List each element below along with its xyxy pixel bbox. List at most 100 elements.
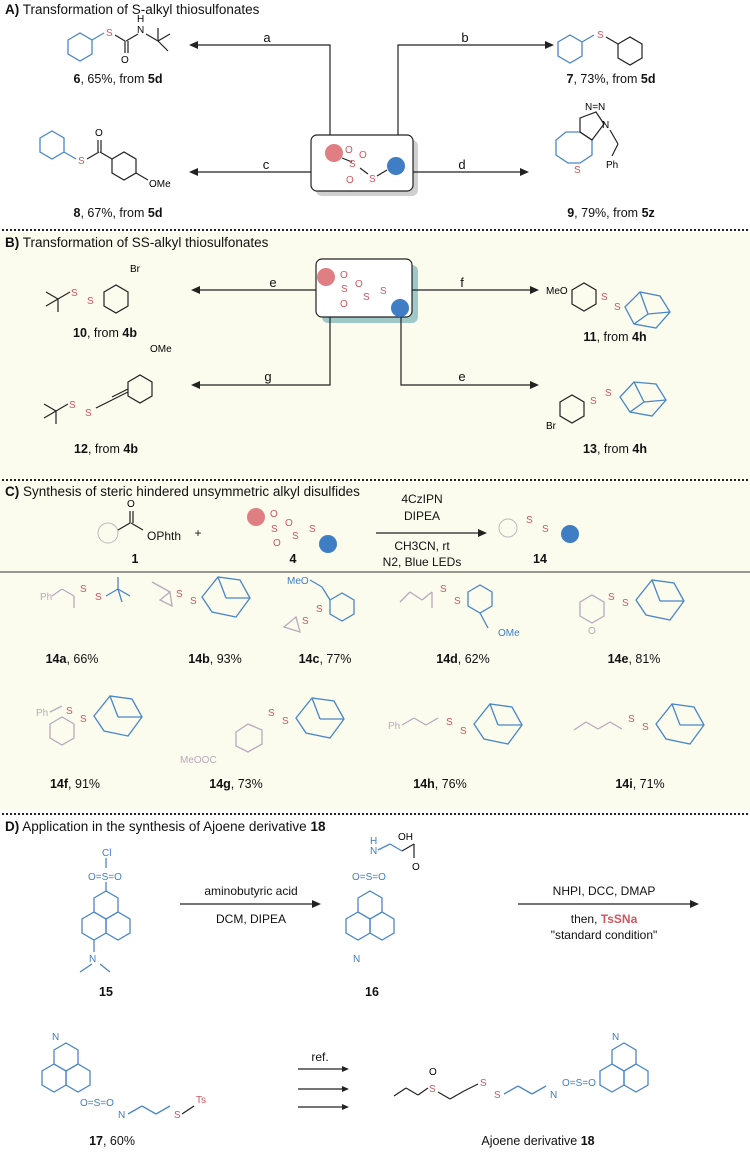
panel-b-title: B) Transformation of SS-alkyl thiosulfon… [5,235,269,250]
svg-text:S: S [66,706,73,717]
structure-9: N=N N S Ph [555,102,619,176]
svg-text:S: S [309,524,316,535]
svg-text:S: S [85,408,92,419]
compound-10-label: 10, from 4b [73,326,137,340]
structure-16: OH N H O O=S=O N [345,832,420,965]
structure-17: N O=S=O N S Ts [41,1032,206,1121]
label-a: a [263,30,271,45]
compound-15-label: 15 [99,985,113,999]
svg-text:S: S [341,284,348,295]
svg-text:O: O [346,175,354,186]
svg-text:S: S [78,156,85,167]
panel-c-reaction: O O S O O S S S S [97,499,579,553]
structure-11: MeO S S [546,282,671,329]
svg-text:O: O [359,150,367,161]
svg-text:OH: OH [398,832,413,843]
structure-14c: MeO S S [282,576,355,633]
step1-conditions: DCM, DIPEA [215,912,287,926]
svg-text:S: S [80,584,87,595]
panel-d-graphics: Cl O=S=O N OH N H O O=S=O [41,832,699,1121]
svg-text:S: S [69,400,76,411]
svg-text:S: S [176,589,183,600]
svg-text:MeO: MeO [287,576,309,587]
svg-text:OMe: OMe [150,344,172,355]
compound-9-label: 9, 79%, from 5z [567,206,655,220]
structure-13: Br S S [546,381,667,432]
svg-text:S: S [597,30,604,41]
svg-text:S: S [622,598,629,609]
svg-text:S: S [628,714,635,725]
svg-text:OMe: OMe [498,628,520,639]
compound-4-label: 4 [289,552,297,566]
compound-16-label: 16 [365,985,379,999]
compound-6-label: 6, 65%, from 5d [73,72,163,86]
compound-8-label: 8, 67%, from 5d [73,206,163,220]
svg-text:S: S [605,388,612,399]
svg-text:S: S [190,596,197,607]
structure-14i: S S [573,703,705,745]
svg-text:N: N [602,120,609,131]
panel-b-graphics: O S O O S S S S Br MeO S S [0,258,750,766]
svg-text:N: N [370,846,377,857]
svg-text:S: S [268,708,275,719]
svg-text:MeOOC: MeOOC [180,755,217,766]
arrow-g [200,317,331,386]
compound-14b-label: 14b, 93% [188,652,242,666]
compound-18-label: Ajoene derivative 18 [481,1134,595,1148]
structure-14f: Ph S S [36,695,143,746]
svg-text:S: S [363,292,370,303]
svg-text:S: S [574,165,581,176]
label-e: e [269,275,277,290]
structure-14d: S S OMe [399,584,520,639]
panel-d-title: D) Application in the synthesis of Ajoen… [5,819,326,834]
svg-text:O: O [95,128,103,139]
compound-14-label: 14 [533,552,547,566]
svg-text:O: O [429,1067,437,1078]
separator-a-b [2,229,748,231]
structure-14b: S S [151,576,251,618]
svg-text:N: N [52,1032,59,1043]
svg-text:S: S [642,722,649,733]
label-d: d [458,157,466,172]
structure-14g: MeOOC S S [180,697,345,766]
svg-text:N: N [612,1032,619,1043]
svg-text:O: O [412,862,420,873]
structure-10: S S Br [45,264,141,314]
svg-text:OMe: OMe [149,179,171,190]
svg-text:S: S [369,174,376,185]
svg-text:S: S [80,714,87,725]
svg-text:O: O [270,509,278,520]
compound-14c-label: 14c, 77% [298,652,352,666]
structure-18: S O S S N O=S=O N [393,1032,649,1101]
arrow-b [397,44,545,135]
svg-text:Ph: Ph [40,592,52,603]
structure-6: S O N H [67,14,171,66]
svg-text:N: N [137,25,144,36]
svg-text:S: S [460,726,467,737]
svg-text:MeO: MeO [546,286,568,297]
label-f: f [460,275,464,290]
svg-text:H: H [370,836,377,847]
atom-s: S [349,159,356,170]
arrow-e2 [400,317,530,386]
arrow-a [198,44,331,135]
structure-7: S [557,30,643,66]
panel-d: D) Application in the synthesis of Ajoen… [0,818,750,1153]
compound-14f-label: 14f, 91% [49,777,101,791]
svg-text:O: O [121,55,129,66]
svg-text:Br: Br [130,264,141,275]
svg-text:S: S [106,28,113,39]
separator-c-d [2,813,748,815]
panel-a: A) Transformation of S-alkyl thiosulfona… [0,0,750,227]
step2-reagents: NHPI, DCC, DMAP [552,884,656,898]
svg-text:S: S [271,524,278,535]
step2-standard-condition: "standard condition" [550,928,658,942]
svg-text:N: N [118,1110,125,1121]
svg-text:N: N [89,954,96,965]
compound-14g-label: 14g, 73% [209,777,263,791]
label-b: b [461,30,469,45]
svg-text:Ph: Ph [388,721,400,732]
label-e2: e [458,369,466,384]
structure-8: S O OMe [39,128,171,190]
condition-solvent: CH3CN, rt [394,539,450,553]
